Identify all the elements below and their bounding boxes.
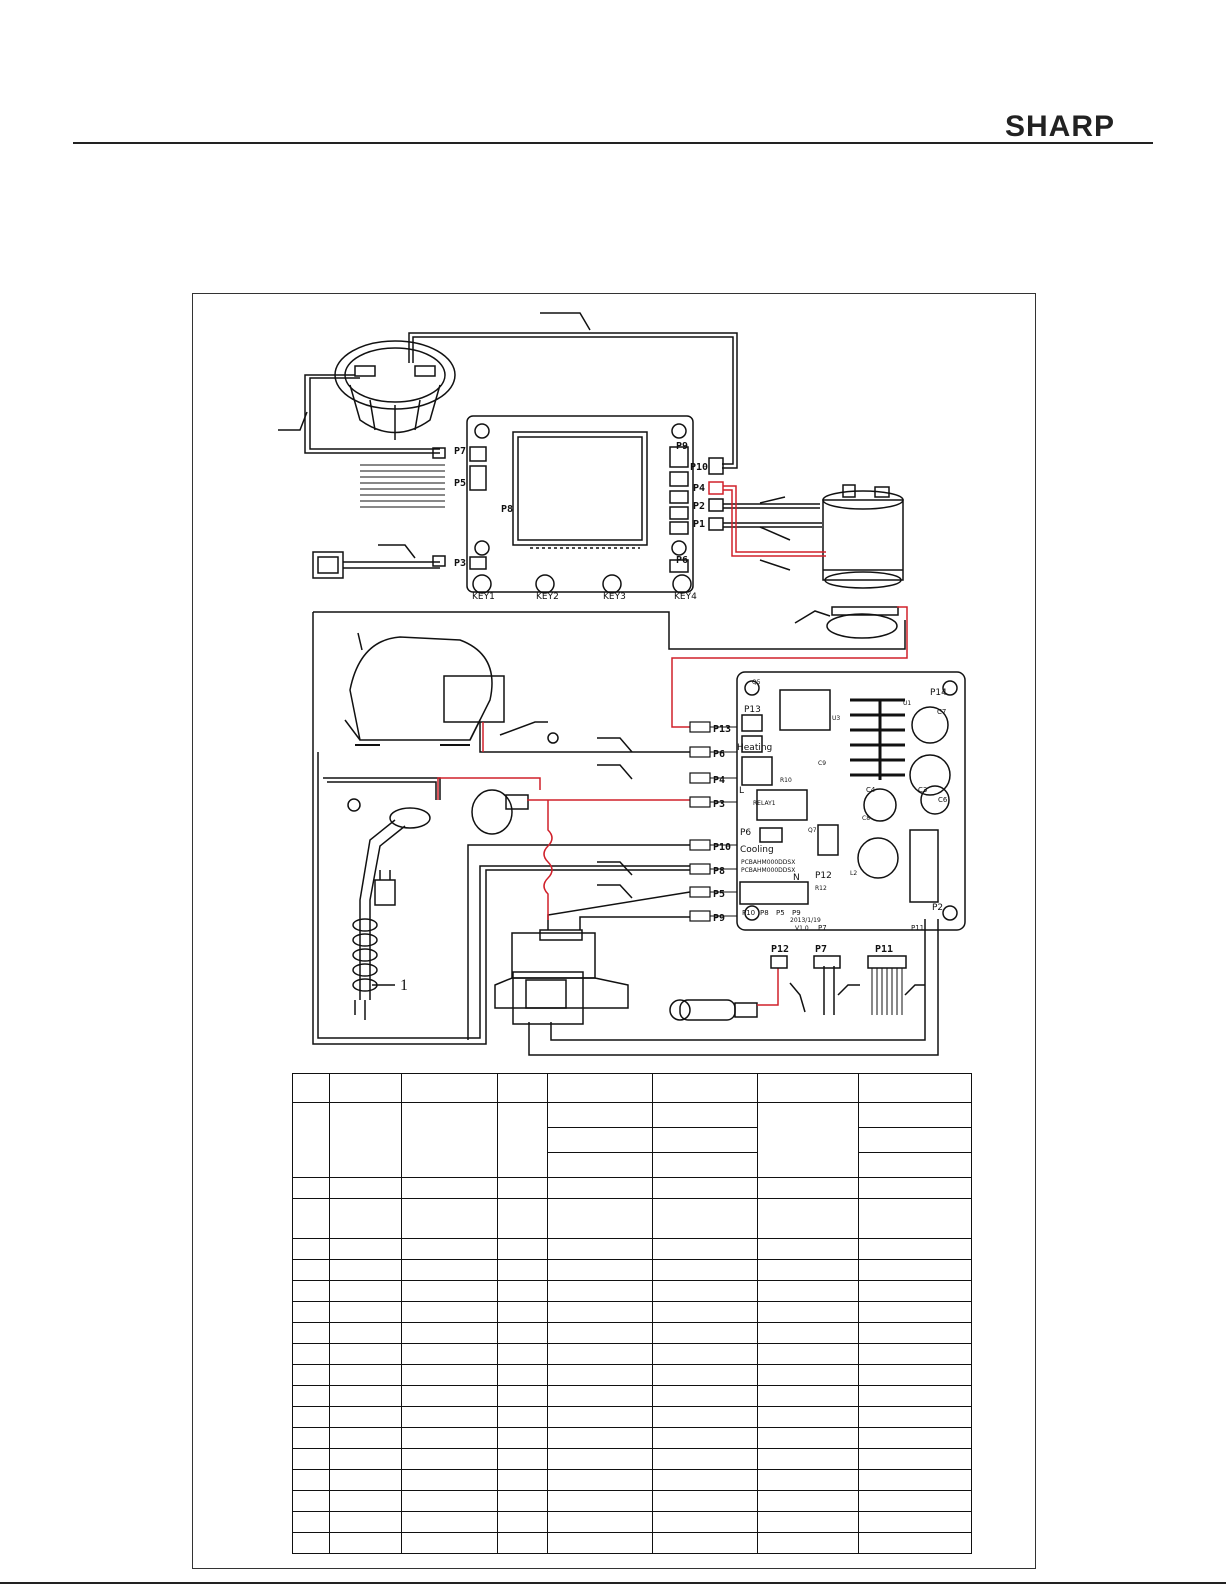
board-label: RELAY1 xyxy=(753,800,776,807)
power-terminal-label: P5 xyxy=(713,889,725,900)
table-row xyxy=(291,1427,972,1449)
board-label: Cooling xyxy=(740,845,774,855)
key-label: KEY2 xyxy=(536,592,559,602)
board-label: Q7 xyxy=(808,827,817,834)
board-label: L xyxy=(739,786,744,796)
callout-number: 1 xyxy=(400,977,408,994)
wiring-diagram: P7 P5 P8 P3 P9 P10 P4 P2 P1 P6 KEY1 KEY2… xyxy=(278,312,966,1056)
table-row xyxy=(293,1152,972,1178)
board-label: P11 xyxy=(911,924,924,932)
board-label: C6 xyxy=(938,796,948,804)
board-label: R10 xyxy=(780,777,792,784)
table-row xyxy=(291,1364,972,1386)
power-terminal-label: P6 xyxy=(713,749,725,760)
fan-assembly-icon xyxy=(334,340,456,440)
main-board-port-label: P1 xyxy=(693,519,705,530)
board-label: L2 xyxy=(850,870,857,877)
board-label: R12 xyxy=(815,885,827,892)
table-row xyxy=(291,1198,972,1239)
main-board-port-label: P10 xyxy=(690,462,708,473)
table-row xyxy=(291,1469,972,1491)
board-label: Q5 xyxy=(752,679,761,686)
main-board-port-label: P6 xyxy=(676,555,688,566)
table-row xyxy=(291,1532,972,1554)
board-label: C3 xyxy=(918,786,927,794)
table-row xyxy=(291,1343,972,1365)
board-label: U1 xyxy=(903,700,911,707)
board-label: N xyxy=(793,873,800,883)
board-label: C4 xyxy=(866,786,876,794)
bottom-pin-label: P5 xyxy=(776,909,785,917)
parts-table xyxy=(291,1073,972,1554)
board-label: P13 xyxy=(744,705,761,715)
table-row xyxy=(291,1238,972,1260)
bottom-connector-label: P12 xyxy=(771,944,789,955)
board-label: P7 xyxy=(818,924,827,932)
thermostat-icon xyxy=(471,789,529,835)
board-label: P14 xyxy=(930,688,947,698)
table-row xyxy=(291,1448,972,1470)
table-row xyxy=(291,1073,972,1103)
sharp-logo: SHARP xyxy=(1005,110,1116,143)
power-terminal-label: P13 xyxy=(713,724,731,735)
capacitor-icon xyxy=(822,484,904,589)
board-label: U3 xyxy=(832,715,840,722)
table-row xyxy=(291,1280,972,1302)
main-board-port-label: P9 xyxy=(676,441,688,452)
power-terminal-label: P8 xyxy=(713,866,725,877)
table-row xyxy=(291,1490,972,1512)
power-terminal-label: P3 xyxy=(713,799,725,810)
transformer-icon xyxy=(494,929,629,1025)
board-label: C7 xyxy=(937,708,946,716)
bottom-connector-label: P7 xyxy=(815,944,827,955)
power-cord-icon xyxy=(323,777,441,1020)
header-rule xyxy=(73,142,1153,144)
part-code: PCBAHM000DDSX xyxy=(741,859,795,866)
main-board-port-label: P5 xyxy=(454,478,466,489)
thermal-protector-icon xyxy=(826,606,899,639)
main-board-port-label: P7 xyxy=(454,446,466,457)
key-label: KEY4 xyxy=(674,592,697,602)
table-row xyxy=(291,1406,972,1428)
main-board-port-label: P4 xyxy=(693,483,705,494)
main-board-port-label: P2 xyxy=(693,501,705,512)
key-label: KEY1 xyxy=(472,592,495,602)
board-label: C8 xyxy=(862,815,870,822)
water-pump-icon xyxy=(669,999,758,1021)
bottom-pin-label: P9 xyxy=(792,909,801,917)
board-version: V1.0 xyxy=(795,925,809,932)
key-label: KEY3 xyxy=(603,592,626,602)
board-label: P2 xyxy=(932,903,943,913)
rocker-switch-icon xyxy=(312,551,344,579)
main-board-port-label: P8 xyxy=(501,504,513,515)
main-board-port-label: P3 xyxy=(454,558,466,569)
red-wires xyxy=(437,485,908,920)
diagram-frame xyxy=(192,293,1036,1569)
bottom-connector-label: P11 xyxy=(875,944,893,955)
power-terminal-label: P10 xyxy=(713,842,731,853)
bottom-pin-label: P10 xyxy=(742,909,755,917)
part-code: PCBAHM000DDSX xyxy=(741,867,795,874)
power-terminal-label: P9 xyxy=(713,913,725,924)
power-terminal-label: P4 xyxy=(713,775,725,786)
table-row xyxy=(291,1301,972,1323)
table-row xyxy=(291,1385,972,1407)
table-row xyxy=(291,1102,972,1178)
table-row xyxy=(291,1259,972,1281)
board-label: P6 xyxy=(740,828,751,838)
board-date: 2013/1/19 xyxy=(790,917,821,924)
table-row xyxy=(291,1511,972,1533)
table-row xyxy=(291,1177,972,1199)
table-row xyxy=(291,1322,972,1344)
compressor-icon xyxy=(344,632,505,746)
footer-rule xyxy=(0,1582,1226,1584)
bottom-pin-label: P8 xyxy=(760,909,769,917)
board-label: P12 xyxy=(815,871,832,881)
board-label: C9 xyxy=(818,760,826,767)
board-label: Heating xyxy=(737,743,772,753)
